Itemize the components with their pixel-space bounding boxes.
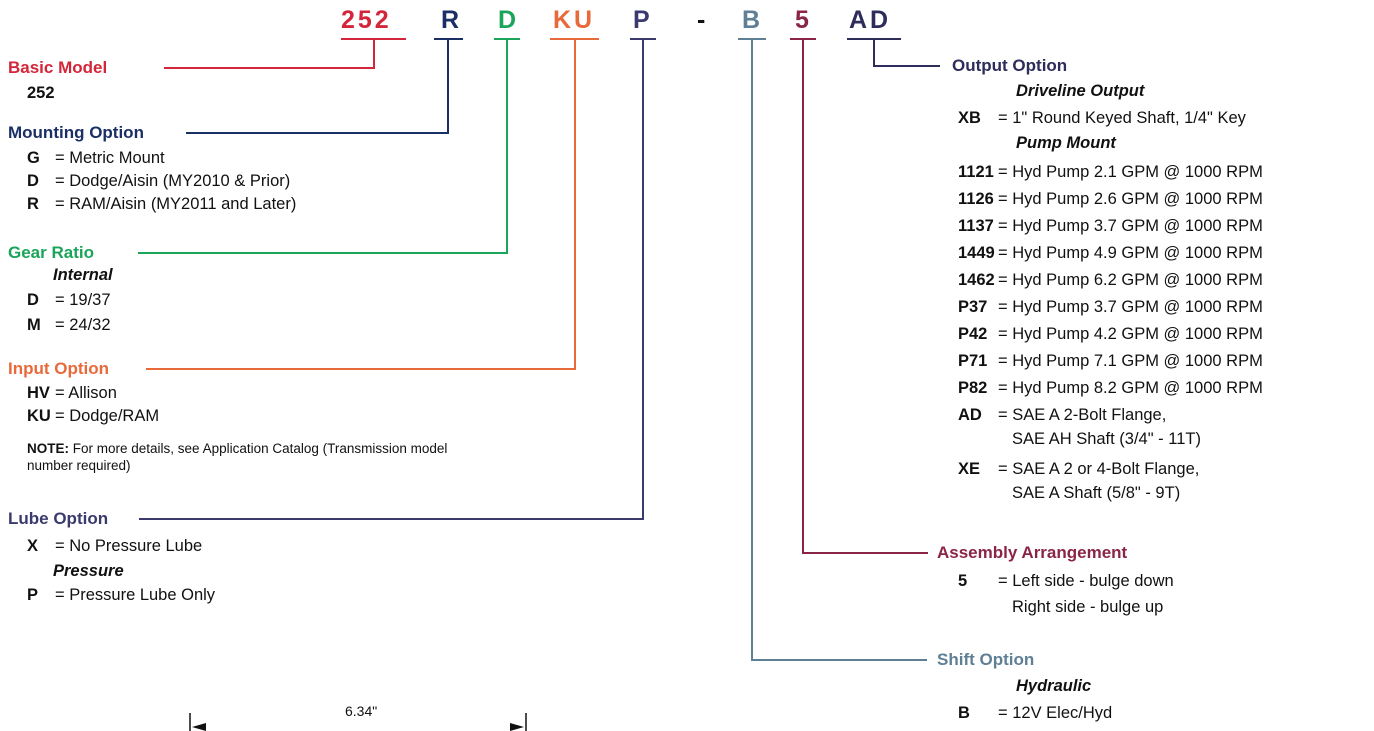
leader-lube	[139, 39, 644, 520]
basic-model-value: 252	[27, 84, 55, 102]
output-pump-item: 1137= Hyd Pump 3.7 GPM @ 1000 RPM	[958, 217, 1263, 235]
output-item: XB= 1" Round Keyed Shaft, 1/4" Key	[958, 109, 1246, 127]
output-item-xe-cont: SAE A Shaft (5/8" - 9T)	[1012, 484, 1181, 502]
leader-shift	[751, 39, 927, 661]
leader-assembly	[802, 39, 928, 554]
basic-model-title: Basic Model	[8, 58, 108, 77]
mounting-option-title: Mounting Option	[8, 123, 144, 142]
code-assembly: 5	[795, 6, 812, 34]
output-pump-item: 1462= Hyd Pump 6.2 GPM @ 1000 RPM	[958, 271, 1263, 289]
lube-item: P= Pressure Lube Only	[27, 586, 216, 604]
leader-output	[873, 39, 940, 67]
leader-mounting	[186, 39, 449, 134]
code-shift: B	[742, 6, 764, 34]
input-option-title: Input Option	[8, 359, 110, 378]
code-input: KU	[553, 6, 596, 34]
shift-item: B= 12V Elec/Hyd	[958, 704, 1113, 722]
leader-input	[146, 39, 576, 370]
lube-subtitle: Pressure	[53, 562, 124, 580]
mounting-item: D= Dodge/Aisin (MY2010 & Prior)	[27, 172, 291, 190]
code-basic: 252	[341, 6, 392, 34]
output-pump-item: P42= Hyd Pump 4.2 GPM @ 1000 RPM	[958, 325, 1263, 343]
dimension-arrow-left	[192, 723, 206, 731]
gear-ratio-subtitle: Internal	[53, 266, 113, 284]
gear-item: M= 24/32	[27, 316, 111, 334]
output-pump-item: P82= Hyd Pump 8.2 GPM @ 1000 RPM	[958, 379, 1263, 397]
output-item-ad-cont: SAE AH Shaft (3/4" - 11T)	[1012, 430, 1201, 448]
assembly-title: Assembly Arrangement	[937, 543, 1128, 562]
output-option-title: Output Option	[952, 56, 1068, 75]
shift-title: Shift Option	[937, 650, 1035, 669]
input-item: HV= Allison	[27, 384, 117, 402]
code-dash: -	[697, 6, 709, 34]
lube-option-title: Lube Option	[8, 509, 109, 528]
code-lube: P	[633, 6, 653, 34]
input-note: NOTE: For more details, see Application …	[27, 441, 448, 473]
output-item-ad: AD= SAE A 2-Bolt Flange,	[958, 406, 1167, 424]
assembly-item: 5= Left side - bulge down	[958, 572, 1174, 590]
gear-item: D= 19/37	[27, 291, 111, 309]
output-sub-pump: Pump Mount	[1016, 134, 1116, 152]
mounting-item: R= RAM/Aisin (MY2011 and Later)	[27, 195, 297, 213]
input-item: KU= Dodge/RAM	[27, 407, 160, 425]
dimension-label: 6.34"	[345, 703, 378, 719]
output-pump-item: P71= Hyd Pump 7.1 GPM @ 1000 RPM	[958, 352, 1263, 370]
assembly-item-cont: Right side - bulge up	[1012, 598, 1164, 616]
lube-item: X= No Pressure Lube	[27, 537, 203, 555]
code-gear: D	[498, 6, 520, 34]
output-pump-item: 1449= Hyd Pump 4.9 GPM @ 1000 RPM	[958, 244, 1263, 262]
output-pump-item: 1126= Hyd Pump 2.6 GPM @ 1000 RPM	[958, 190, 1263, 208]
leader-basic	[164, 39, 375, 69]
code-output: AD	[849, 6, 892, 34]
mounting-item: G= Metric Mount	[27, 149, 165, 167]
output-sub-driveline: Driveline Output	[1016, 82, 1145, 100]
output-pump-item: 1121= Hyd Pump 2.1 GPM @ 1000 RPM	[958, 163, 1263, 181]
dimension-arrow-right	[510, 723, 524, 731]
leader-gear	[138, 39, 508, 254]
shift-subtitle: Hydraulic	[1016, 677, 1092, 695]
output-item-xe: XE= SAE A 2 or 4-Bolt Flange,	[958, 460, 1200, 478]
code-mounting: R	[441, 6, 463, 34]
output-pump-item: P37= Hyd Pump 3.7 GPM @ 1000 RPM	[958, 298, 1263, 316]
gear-ratio-title: Gear Ratio	[8, 243, 94, 262]
